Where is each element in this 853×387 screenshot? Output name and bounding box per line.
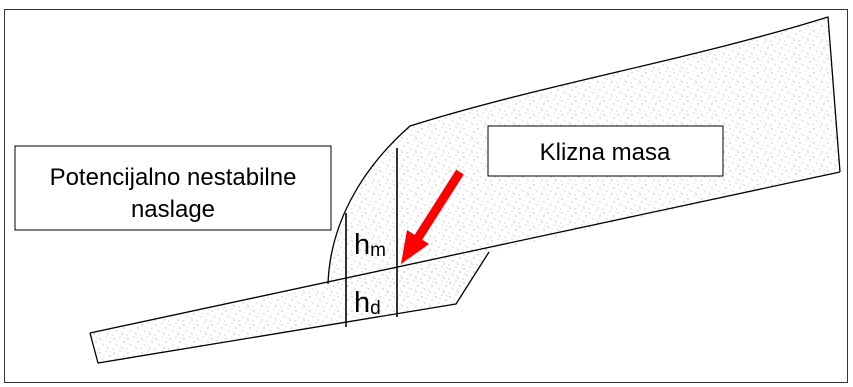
unstable-deposits-label-line1: Potencijalno nestabilne bbox=[50, 164, 297, 191]
sliding-mass-label: Klizna masa bbox=[540, 139, 671, 166]
sliding-direction-arrow bbox=[401, 169, 464, 264]
hd-main: h bbox=[354, 287, 370, 319]
slip-surface-line bbox=[89, 171, 841, 334]
hm-subscript: m bbox=[370, 240, 386, 261]
hm-main: h bbox=[354, 229, 370, 261]
sliding-mass-box bbox=[487, 125, 724, 177]
slide-outline bbox=[327, 16, 841, 285]
hd-label: hd bbox=[354, 287, 381, 319]
unstable-deposits-box bbox=[14, 145, 332, 231]
lower-layer-outline bbox=[89, 251, 490, 364]
hd-subscript: d bbox=[370, 298, 381, 319]
hm-label: hm bbox=[354, 229, 386, 261]
unstable-deposits-label-line2: naslage bbox=[131, 196, 215, 223]
bedrock-layer bbox=[90, 252, 489, 363]
